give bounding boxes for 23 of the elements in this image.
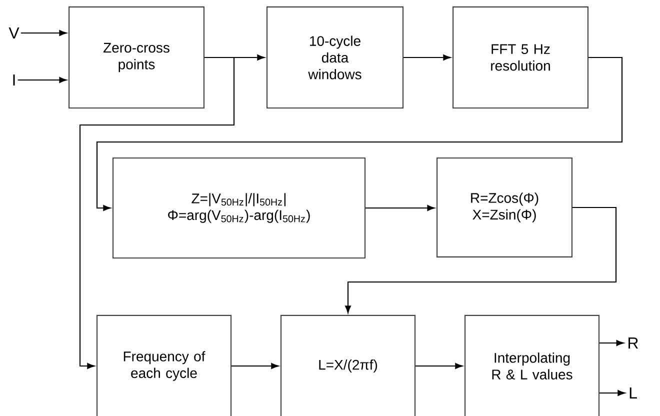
process-box: FFT 5 Hz resolution	[452, 6, 588, 109]
signal-label: L	[630, 388, 637, 398]
arrow	[345, 206, 617, 314]
process-box: L=X/(2πf)	[280, 314, 416, 416]
arrow	[416, 363, 463, 369]
arrow	[232, 363, 279, 369]
arrow	[600, 390, 626, 396]
process-box: Z=|V$_{50Hz}$|/|I$_{50Hz}$| Φ=arg(V$_{50Hz}$)-arg(I$_{50Hz}$)	[112, 157, 366, 259]
arrow	[18, 77, 67, 83]
arrow	[79, 56, 235, 369]
process-box: 10-cycle data windows	[266, 6, 404, 109]
arrow	[96, 56, 623, 211]
process-box: Zero-cross points	[68, 6, 204, 109]
arrow	[404, 54, 451, 60]
process-box: R=Zcos(Φ) X=Zsin(Φ)	[436, 158, 572, 258]
arrow	[20, 30, 67, 36]
signal-label: V	[8, 28, 20, 38]
signal-label: I	[13, 74, 15, 86]
arrow	[600, 340, 624, 346]
signal-label: R	[628, 338, 638, 348]
arrow	[366, 205, 435, 211]
process-box: Interpolating R & L values	[464, 314, 600, 416]
process-box: Frequency of each cycle	[96, 314, 232, 416]
